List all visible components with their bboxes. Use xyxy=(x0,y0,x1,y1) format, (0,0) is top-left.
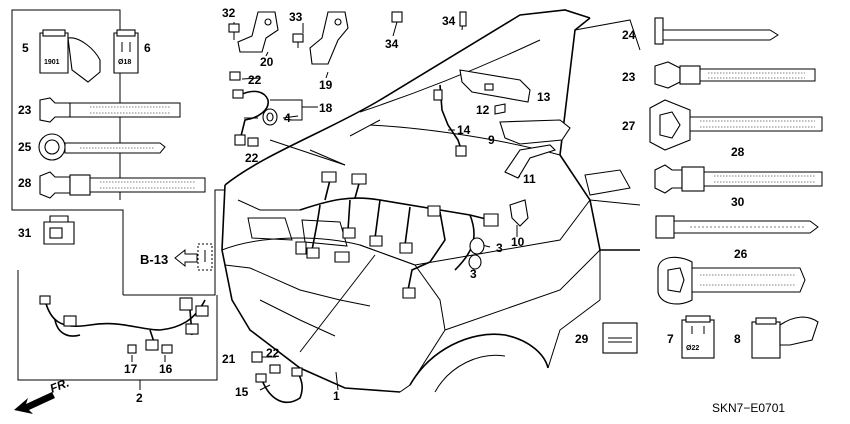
part-label-7: 7 xyxy=(667,332,674,346)
bolt-32 xyxy=(228,23,240,40)
part-label-32: 32 xyxy=(222,6,236,20)
part-label-12: 12 xyxy=(476,103,490,117)
diagram-code: SKN7−E0701 xyxy=(712,401,785,415)
cable-tie-30 xyxy=(655,215,819,239)
bracket-10 xyxy=(509,199,529,227)
part-label-28b: 28 xyxy=(731,145,745,159)
part-label-18: 18 xyxy=(319,101,333,115)
cable-tie-27 xyxy=(649,99,823,151)
connector-7: Ø22 xyxy=(681,315,715,359)
part-label-8: 8 xyxy=(734,332,741,346)
part-label-31: 31 xyxy=(18,226,32,240)
harness-14 xyxy=(433,84,467,157)
connector-29 xyxy=(602,322,638,354)
bolt-22-mid xyxy=(247,137,259,147)
part-label-16: 16 xyxy=(159,362,173,376)
connector-6: Ø18 xyxy=(113,29,139,74)
part-label-10: 10 xyxy=(511,235,525,249)
vehicle-outline xyxy=(221,9,641,393)
part-label-11: 11 xyxy=(523,172,536,186)
part-label-20: 20 xyxy=(260,55,274,69)
part-label-23b: 23 xyxy=(622,70,636,84)
front-label: FR. xyxy=(48,376,71,396)
bracket-9 xyxy=(499,119,571,145)
part-label-26: 26 xyxy=(734,247,748,261)
grommet-4 xyxy=(262,108,278,126)
bracket-19 xyxy=(309,11,349,65)
clip-12 xyxy=(494,103,506,115)
clip-31 xyxy=(43,215,75,245)
part-label-14: 14 xyxy=(457,123,471,137)
bolt-34-right xyxy=(459,11,467,27)
part-label-25: 25 xyxy=(18,140,32,154)
part-labels: 1 2 3 3 4 5 6 7 8 9 10 11 12 13 14 15 16… xyxy=(18,6,748,405)
part-label-22a: 22 xyxy=(248,73,262,87)
bolt-22-top xyxy=(229,71,241,81)
part-label-15: 15 xyxy=(235,385,249,399)
grommet-3-upper xyxy=(469,237,485,255)
bolt-34-left xyxy=(391,11,403,23)
connector-5-mark: 1901 xyxy=(44,59,60,66)
bolt-33 xyxy=(292,33,304,48)
part-label-29: 29 xyxy=(575,332,589,346)
part-label-28a: 28 xyxy=(18,176,32,190)
connector-6-mark: Ø18 xyxy=(118,59,131,66)
part-label-33: 33 xyxy=(289,10,303,24)
part-label-3a: 3 xyxy=(496,241,503,255)
part-label-27: 27 xyxy=(622,119,636,133)
part-label-4: 4 xyxy=(284,111,291,125)
part-label-1: 1 xyxy=(333,389,340,403)
part-label-24: 24 xyxy=(622,28,636,42)
cable-tie-24 xyxy=(654,17,779,45)
bolt-21 xyxy=(251,351,263,363)
connector-5: 1901 xyxy=(39,29,101,83)
part-label-22c: 22 xyxy=(266,346,280,360)
part-label-9: 9 xyxy=(488,133,495,147)
grommet-3-lower xyxy=(468,254,482,270)
part-label-21: 21 xyxy=(222,352,236,366)
engine-harness xyxy=(295,171,499,299)
part-label-19: 19 xyxy=(319,78,333,92)
cable-tie-23-left xyxy=(39,97,181,123)
part-label-13: 13 xyxy=(537,90,551,104)
part-label-6: 6 xyxy=(144,41,151,55)
harness-2 xyxy=(39,295,209,354)
part-label-17: 17 xyxy=(124,362,138,376)
bolt-22-bottom xyxy=(269,364,281,374)
part-label-30: 30 xyxy=(731,195,745,209)
part-label-34a: 34 xyxy=(385,37,399,51)
part-label-3b: 3 xyxy=(470,267,477,281)
reference-label: B-13 xyxy=(140,252,168,267)
connector-8 xyxy=(751,316,819,359)
part-label-34b: 34 xyxy=(442,14,456,28)
relay-block-13 xyxy=(459,69,531,103)
part-label-23a: 23 xyxy=(18,103,32,117)
reference-marker xyxy=(174,243,213,271)
bracket-20 xyxy=(237,11,279,53)
sub-harness-18 xyxy=(232,89,269,146)
connector-7-mark: Ø22 xyxy=(686,345,699,352)
part-label-5: 5 xyxy=(22,41,29,55)
bracket-11 xyxy=(504,144,557,179)
cable-tie-28-left xyxy=(39,171,206,199)
front-arrow-icon xyxy=(14,392,55,414)
band-clip-25 xyxy=(38,133,166,161)
clip-26 xyxy=(657,256,806,305)
part-label-2: 2 xyxy=(136,391,143,405)
part-label-22b: 22 xyxy=(245,151,259,165)
ground-cable-15 xyxy=(255,367,303,404)
cable-tie-23-right xyxy=(654,61,816,89)
cable-tie-28-right xyxy=(654,164,823,194)
